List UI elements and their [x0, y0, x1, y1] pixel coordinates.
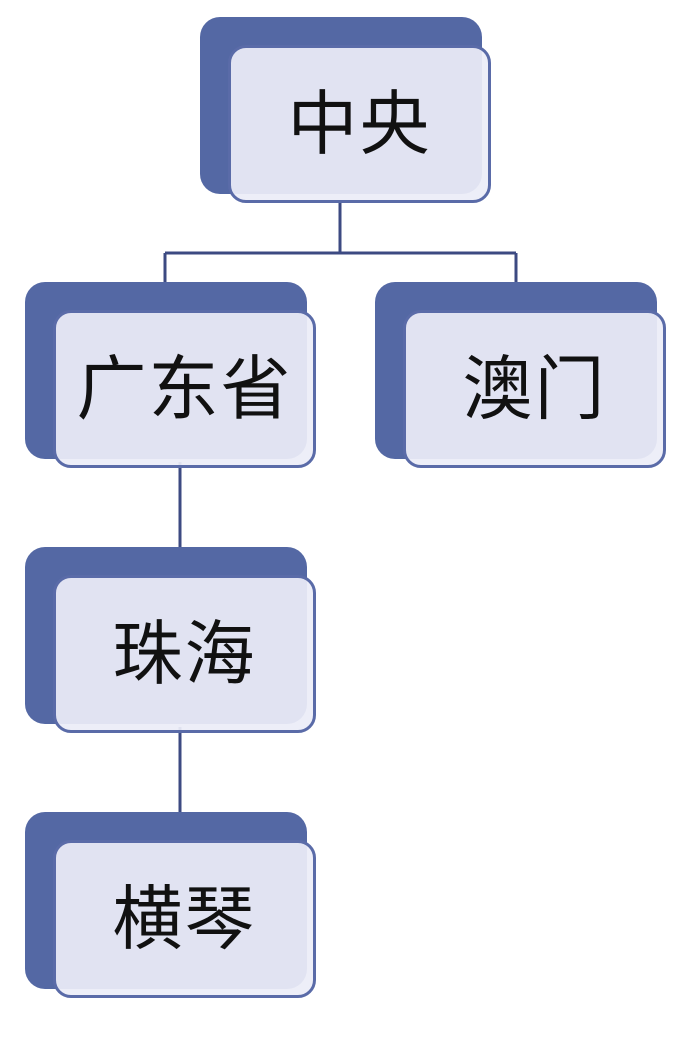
node-macau-label: 澳门: [462, 348, 607, 430]
node-hengqin-label: 横琴: [112, 878, 257, 960]
node-guangdong-box: 广东省: [53, 310, 316, 468]
node-zhuhai-box: 珠海: [53, 575, 316, 733]
node-zhuhai-label: 珠海: [112, 613, 257, 695]
node-central-box: 中央: [228, 45, 491, 203]
node-hengqin-box: 横琴: [53, 840, 316, 998]
node-guangdong: 广东省: [25, 282, 316, 468]
node-macau-box: 澳门: [403, 310, 666, 468]
node-central-label: 中央: [287, 83, 432, 165]
node-hengqin: 横琴: [25, 812, 316, 998]
node-macau: 澳门: [375, 282, 666, 468]
node-guangdong-label: 广东省: [76, 348, 293, 430]
node-zhuhai: 珠海: [25, 547, 316, 733]
node-central: 中央: [200, 17, 491, 203]
